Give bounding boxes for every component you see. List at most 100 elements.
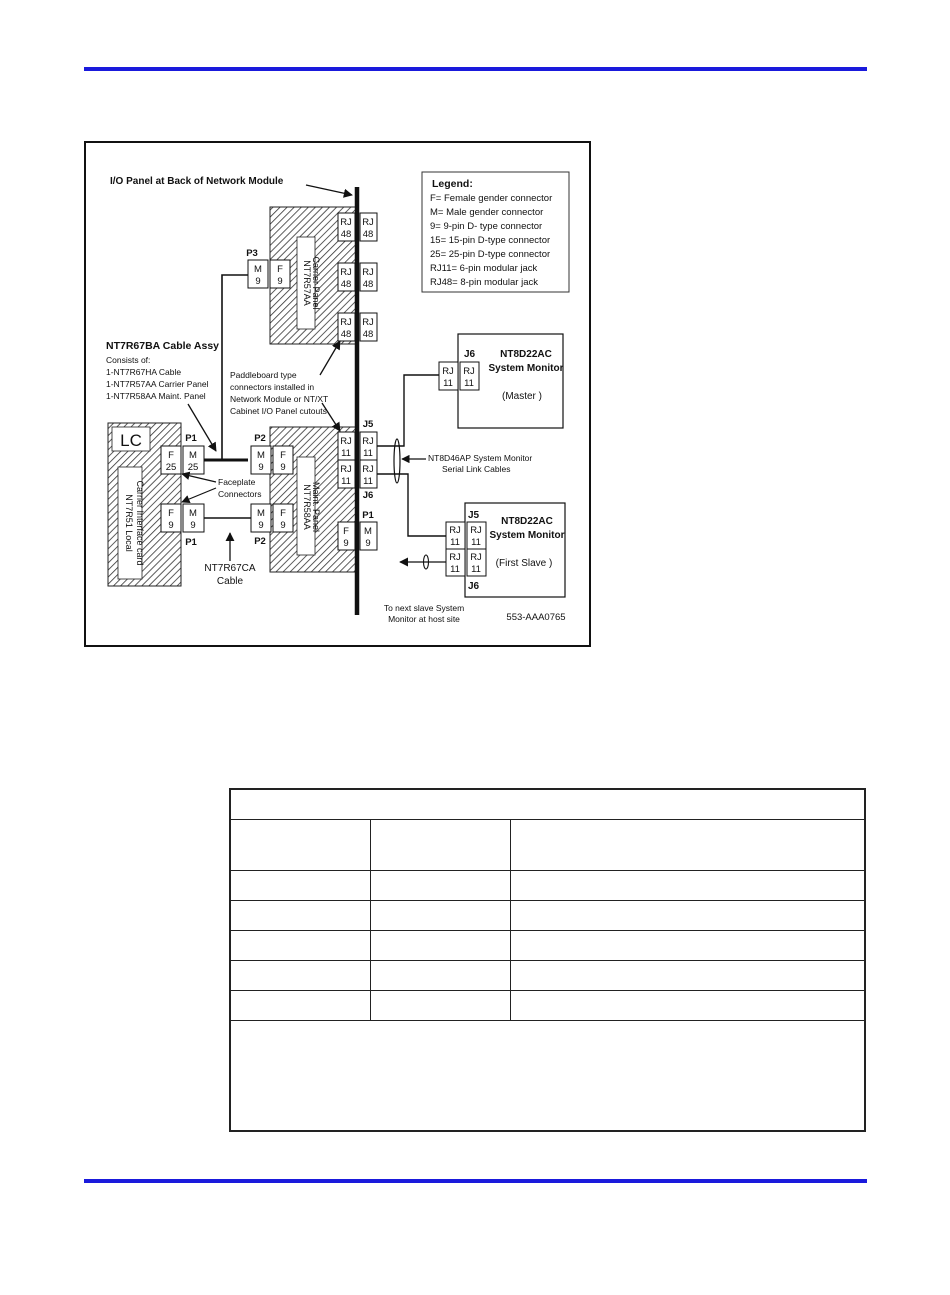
j6-label: J6: [464, 349, 476, 360]
lc-p1-connectors: P1 F25 M25 F9 M9 P1: [160, 433, 205, 548]
table-rule: [231, 900, 864, 901]
j5-label: J5: [468, 510, 480, 521]
legend-item: RJ48= 8-pin modular jack: [430, 277, 538, 288]
rj-label: 48: [341, 229, 352, 240]
legend-item: M= Male gender connector: [430, 207, 543, 218]
paddleboard-line: Cabinet I/O Panel cutouts: [230, 406, 327, 416]
conn-label: 9: [255, 276, 260, 287]
cable-assy-title: NT7R67BA Cable Assy: [106, 340, 219, 352]
conn-label: F: [280, 508, 286, 519]
rj-label: 11: [363, 448, 373, 459]
conn-label: M: [189, 450, 197, 461]
p3-label: P3: [246, 248, 258, 259]
paddleboard-line: Network Module or NT/XT: [230, 394, 328, 404]
paddleboard-line: connectors installed in: [230, 382, 314, 392]
slave-role: (First Slave ): [496, 558, 553, 569]
p1-label: P1: [185, 433, 197, 444]
conn-label: 9: [258, 462, 263, 473]
conn-label: F: [343, 526, 349, 537]
slave-system-monitor: J5 NT8D22AC System Monitor (First Slave …: [445, 502, 566, 598]
cable-assy-line: Consists of:: [106, 355, 150, 365]
ca-cable-line: NT7R67CA: [204, 563, 255, 574]
rj-label: RJ: [340, 317, 352, 328]
master-system-monitor: J6 NT8D22AC System Monitor (Master ) RJ1…: [438, 333, 564, 429]
cable-assy-line: 1-NT7R67HA Cable: [106, 367, 181, 377]
rj-label: 11: [341, 476, 351, 487]
cable-assy-line: 1-NT7R58AA Maint. Panel: [106, 391, 206, 401]
conn-label: F: [168, 450, 174, 461]
conn-label: 9: [280, 520, 285, 531]
rj-label: RJ: [340, 217, 352, 228]
rj-label: RJ: [340, 464, 352, 475]
p2-label: P2: [254, 536, 266, 547]
legend-item: 25= 25-pin D-type connector: [430, 249, 550, 260]
rj-label: RJ: [362, 267, 374, 278]
p2-label: P2: [254, 433, 266, 444]
slave-title: System Monitor: [489, 530, 564, 541]
ca-cable-note: NT7R67CA Cable: [204, 532, 256, 587]
link-cable-slave: [377, 473, 446, 537]
conn-label: M: [257, 508, 265, 519]
table-rule: [231, 960, 864, 961]
table-rule: [231, 990, 864, 991]
rj-label: RJ: [470, 525, 482, 536]
carrier-rj48-connectors: RJ48 RJ48 RJ48 RJ48 RJ48 RJ48: [337, 212, 378, 342]
lc-badge: LC: [120, 431, 142, 450]
rj-label: 48: [341, 329, 352, 340]
maint-rj11-connectors: J5 RJ11 RJ11 RJ11 RJ11 J6 P1 F9 M9: [337, 419, 378, 551]
legend-title: Legend:: [432, 178, 473, 190]
paddleboard-note: Paddleboard type connectors installed in…: [230, 340, 341, 432]
rj-label: 11: [363, 476, 373, 487]
rj-label: 11: [471, 537, 481, 548]
link-cables-note: NT8D46AP System Monitor Serial Link Cabl…: [401, 453, 532, 474]
rj-label: 11: [450, 537, 460, 548]
faceplate-line: Faceplate: [218, 477, 256, 487]
p1-label: P1: [185, 537, 197, 548]
conn-label: 9: [168, 520, 173, 531]
link-cables-line: NT8D46AP System Monitor: [428, 453, 532, 463]
rj-label: 11: [464, 378, 474, 389]
rj-label: 11: [471, 564, 481, 575]
conn-label: 9: [365, 538, 370, 549]
conn-label: F: [168, 508, 174, 519]
conn-label: M: [254, 264, 262, 275]
rj-label: 11: [450, 564, 460, 575]
carrier-panel-label: Carrier Panel: [311, 256, 321, 309]
conn-label: 25: [166, 462, 177, 473]
next-slave-note: To next slave System Monitor at host sit…: [384, 554, 464, 624]
legend-item: F= Female gender connector: [430, 193, 552, 204]
p2-connectors: P2 M9 F9 M9 F9 P2: [250, 433, 294, 547]
legend-item: 9= 9-pin D- type connector: [430, 221, 542, 232]
legend-item: RJ11= 6-pin modular jack: [430, 263, 538, 274]
header-rule: [84, 67, 867, 71]
io-panel-label: I/O Panel at Back of Network Module: [110, 176, 284, 187]
table-col-rule: [370, 819, 371, 1021]
table-rule: [231, 1020, 864, 1021]
conn-label: F: [277, 264, 283, 275]
faceplate-line: Connectors: [218, 489, 261, 499]
j6-label: J6: [468, 581, 480, 592]
blank-table: [229, 788, 866, 1132]
master-title: System Monitor: [488, 363, 563, 374]
rj-label: RJ: [340, 436, 352, 447]
legend: Legend: F= Female gender connector M= Ma…: [421, 171, 570, 293]
rj-label: 11: [443, 378, 453, 389]
j6-label: J6: [363, 490, 374, 501]
wiring-diagram: Legend: F= Female gender connector M= Ma…: [84, 141, 591, 647]
rj-label: 48: [341, 279, 352, 290]
io-panel-arrow: [305, 184, 353, 198]
rj-label: RJ: [362, 217, 374, 228]
conn-label: 25: [188, 462, 199, 473]
conn-label: 9: [277, 276, 282, 287]
master-title: NT8D22AC: [500, 349, 552, 360]
p3-cable: [221, 274, 248, 460]
rj-label: RJ: [449, 525, 461, 536]
table-rule: [231, 819, 864, 820]
rj-label: RJ: [340, 267, 352, 278]
figure-id: 553-AAA0765: [506, 612, 565, 623]
conn-label: 9: [280, 462, 285, 473]
cable-assy-line: 1-NT7R57AA Carrier Panel: [106, 379, 209, 389]
rj-label: RJ: [362, 464, 374, 475]
rj-label: RJ: [362, 436, 374, 447]
footer-rule: [84, 1179, 867, 1183]
